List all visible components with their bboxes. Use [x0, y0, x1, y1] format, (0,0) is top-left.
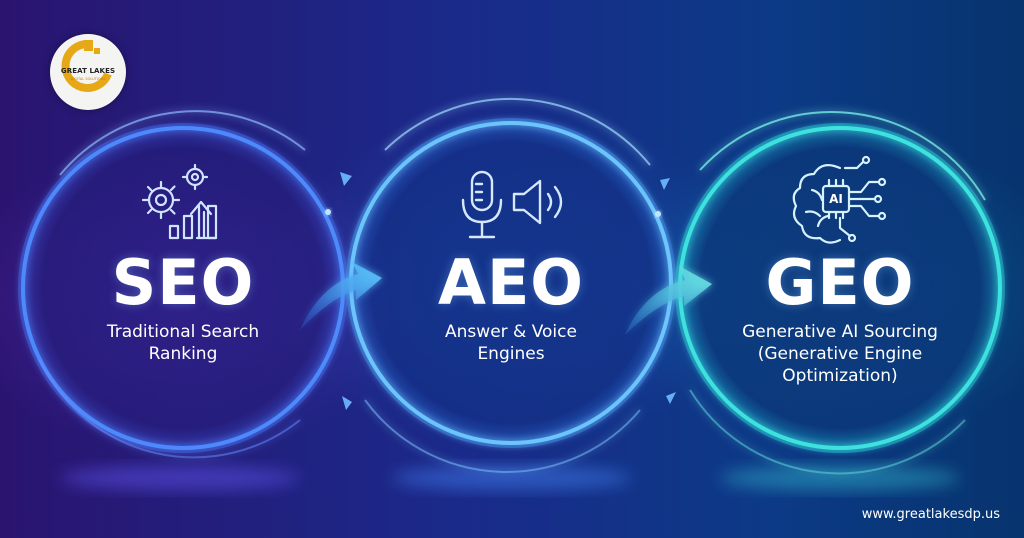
geo-description: Generative AI Sourcing (Generative Engin… [705, 321, 975, 387]
aeo-description-line: Answer & Voice [445, 322, 577, 342]
logo-mark-icon [61, 39, 112, 92]
seo-description: Traditional Search Ranking [73, 321, 293, 365]
microphone-speaker-icon [461, 170, 563, 239]
aeo-disc [346, 118, 676, 448]
aeo-description: Answer & Voice Engines [396, 321, 626, 365]
aeo-description-line: Engines [477, 344, 545, 364]
aeo-heading: AEO [437, 246, 585, 319]
logo-tagline: DIGITAL SOLUTIONS [70, 77, 106, 81]
website-url: www.greatlakesdp.us [861, 507, 1000, 522]
logo-name: GREAT LAKES [60, 67, 116, 75]
ai-chip-label: AI [829, 192, 843, 206]
geo-description-line: Generative AI Sourcing [742, 322, 938, 342]
seo-heading: SEO [111, 246, 255, 319]
geo-description-line: (Generative Engine [757, 344, 923, 364]
arrow-aeo-to-geo [625, 266, 712, 335]
seo-disc [18, 123, 348, 453]
seo-description-line: Ranking [148, 344, 218, 364]
geo-disc [675, 123, 1005, 453]
company-logo: GREAT LAKES DIGITAL SOLUTIONS [50, 34, 126, 110]
arrow-seo-to-aeo [300, 262, 382, 330]
ai-brain-circuit-icon [792, 155, 887, 244]
geo-heading: GEO [765, 246, 915, 319]
gears-growth-chart-icon [141, 163, 218, 240]
seo-description-line: Traditional Search [106, 322, 260, 342]
geo-description-line: Optimization) [782, 366, 898, 386]
